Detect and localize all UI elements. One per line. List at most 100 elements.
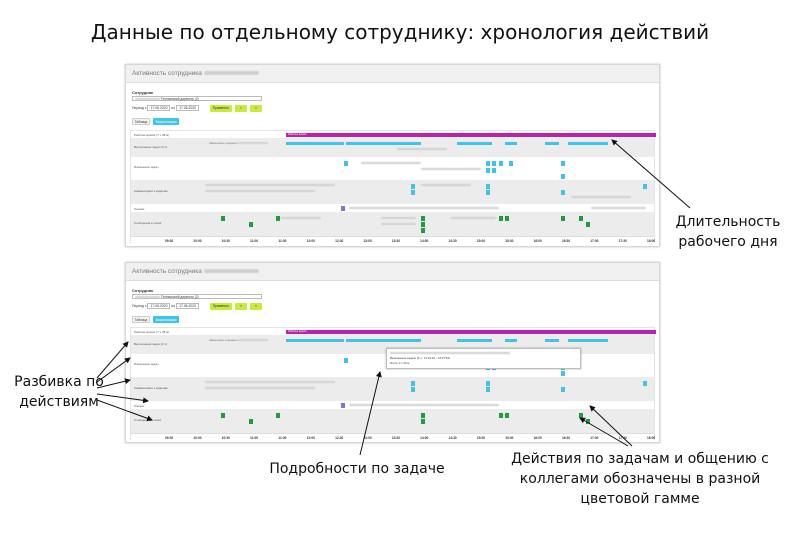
change-marker[interactable] [561, 371, 565, 376]
task-bar[interactable] [545, 339, 559, 342]
tab-table[interactable]: Таблица [132, 118, 150, 125]
task-bar[interactable] [286, 142, 344, 145]
comment-marker[interactable] [486, 381, 490, 386]
period-to-input[interactable]: 17.06.2020 [176, 303, 200, 309]
task-bar[interactable] [545, 142, 559, 145]
workday-bar[interactable]: Рабочее время [286, 330, 656, 334]
chat-marker[interactable] [221, 413, 225, 418]
comment-marker[interactable] [561, 387, 565, 392]
change-marker[interactable] [486, 161, 490, 166]
lane-label: Сообщения в чатах [134, 418, 162, 422]
comment-marker[interactable] [411, 184, 415, 189]
chat-marker[interactable] [499, 216, 503, 221]
change-marker[interactable] [344, 161, 348, 166]
period-from-input[interactable]: 17.06.2020 [147, 105, 171, 111]
chat-marker[interactable] [579, 216, 583, 221]
chat-marker[interactable] [276, 216, 280, 221]
rating-marker[interactable] [341, 206, 345, 211]
comment-marker[interactable] [411, 190, 415, 195]
change-marker[interactable] [509, 161, 513, 166]
period-to-input[interactable]: 17.06.2020 [176, 105, 200, 111]
tab-visualization[interactable]: Визуализация [153, 118, 179, 125]
prev-day-button[interactable]: « [235, 303, 247, 310]
lane-ratings: Оценки [131, 401, 654, 410]
change-marker[interactable] [499, 161, 503, 166]
chat-marker[interactable] [421, 216, 425, 221]
chat-marker[interactable] [421, 413, 425, 418]
apply-button[interactable]: Применить [210, 105, 232, 112]
chat-marker[interactable] [421, 419, 425, 424]
comment-marker[interactable] [411, 387, 415, 392]
chat-marker[interactable] [586, 419, 590, 424]
change-marker[interactable] [344, 358, 348, 363]
comment-marker[interactable] [643, 184, 647, 189]
lane-label: Рабочее время (7 ч 38 м) [134, 133, 170, 137]
window-title: Активность сотрудника [132, 268, 259, 275]
time-tick: 11:30 [278, 436, 287, 440]
next-day-button[interactable]: » [250, 303, 262, 310]
lane-label: Оценки [134, 207, 145, 211]
comment-marker[interactable] [486, 190, 490, 195]
chat-marker[interactable] [586, 222, 590, 227]
time-tick: 13:00 [363, 436, 372, 440]
task-bar[interactable] [457, 142, 492, 145]
period-from-input[interactable]: 17.06.2020 [147, 303, 171, 309]
tab-table[interactable]: Таблица [132, 316, 150, 323]
change-marker[interactable] [486, 168, 490, 173]
employee-select[interactable]: Технический директор (2) [132, 96, 262, 101]
time-tick: 15:00 [476, 436, 486, 440]
lane-label: Оценки [134, 404, 145, 408]
chat-marker[interactable] [249, 419, 253, 424]
period-filter: Период с 17.06.2020 по 17.06.2020 [132, 105, 200, 111]
task-bar[interactable] [505, 339, 517, 342]
chat-marker[interactable] [505, 216, 509, 221]
change-marker[interactable] [492, 168, 496, 173]
task-bar[interactable] [346, 339, 421, 342]
time-tick: 12:00 [306, 436, 315, 440]
change-marker[interactable] [561, 161, 565, 166]
chat-marker[interactable] [499, 413, 503, 418]
comment-marker[interactable] [486, 184, 490, 189]
comment-marker[interactable] [411, 381, 415, 386]
chat-marker[interactable] [276, 413, 280, 418]
change-marker[interactable] [492, 161, 496, 166]
change-marker[interactable] [561, 174, 565, 179]
lane-label: Изменение задач [134, 165, 159, 169]
prev-day-button[interactable]: « [235, 105, 247, 112]
rating-marker[interactable] [341, 403, 345, 408]
employee-select[interactable]: Технический директор (2) [132, 294, 262, 299]
annotation-color-coding: Действия по задачам и общению с коллегам… [511, 451, 769, 507]
chat-marker[interactable] [421, 228, 425, 233]
chat-marker[interactable] [579, 413, 583, 418]
comment-marker[interactable] [643, 381, 647, 386]
time-tick: 10:00 [193, 239, 202, 243]
chat-marker[interactable] [221, 216, 225, 221]
lane-label: Рабочее время (7 ч 38 м) [134, 330, 170, 334]
timeline: Рабочее время (7 ч 38 м) Рабочее время В… [130, 130, 656, 244]
comment-marker[interactable] [486, 387, 490, 392]
chat-marker[interactable] [561, 216, 565, 221]
task-bar[interactable] [286, 339, 344, 342]
task-bar[interactable] [505, 142, 517, 145]
apply-button[interactable]: Применить [210, 303, 232, 310]
lane-comments: Комментарии к задачам [131, 378, 654, 401]
comment-marker[interactable] [561, 190, 565, 195]
time-tick: 11:00 [250, 239, 259, 243]
chat-marker[interactable] [505, 413, 509, 418]
lane-label: Комментарии к задачам [134, 189, 168, 193]
next-day-button[interactable]: » [250, 105, 262, 112]
task-bar[interactable] [457, 339, 492, 342]
lane-tasks: Выполнение задач (0 ч) Завершение подзад… [131, 139, 654, 157]
chat-marker[interactable] [421, 222, 425, 227]
time-tick: 14:30 [448, 239, 457, 243]
chat-marker[interactable] [249, 222, 253, 227]
task-bar[interactable] [568, 142, 608, 145]
employee-label: Сотрудник [132, 288, 154, 293]
lane-ratings: Оценки [131, 204, 654, 213]
task-bar[interactable] [568, 339, 608, 342]
tab-visualization[interactable]: Визуализация [153, 316, 179, 323]
workday-bar[interactable]: Рабочее время [286, 133, 656, 137]
time-tick: 15:30 [505, 436, 514, 440]
task-bar[interactable] [346, 142, 421, 145]
